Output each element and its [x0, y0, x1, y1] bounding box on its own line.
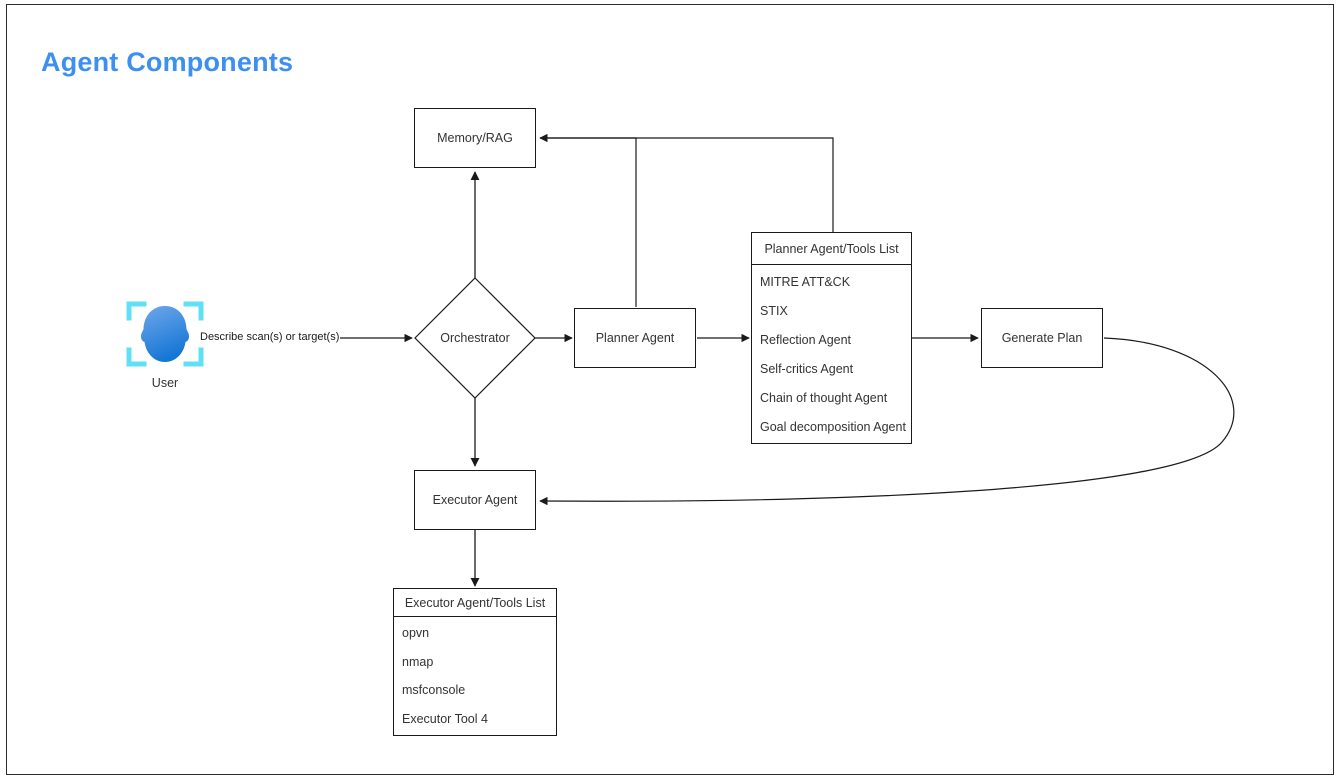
- executor-tools-list-body: opvn nmap msfconsole Executor Tool 4: [394, 617, 556, 735]
- list-item[interactable]: msfconsole: [402, 683, 466, 698]
- list-item[interactable]: Self-critics Agent: [760, 361, 854, 376]
- list-item[interactable]: MITRE ATT&CK: [760, 274, 851, 289]
- list-item[interactable]: Executor Tool 4: [402, 711, 488, 726]
- user-label: User: [151, 376, 179, 390]
- executor-tools-list-header: Executor Agent/Tools List: [394, 589, 556, 617]
- node-executor-agent[interactable]: Executor Agent: [414, 470, 536, 530]
- user-actor[interactable]: User: [124, 298, 206, 392]
- list-item[interactable]: nmap: [402, 654, 434, 669]
- edge-generate-plan-to-executor: [539, 337, 1235, 506]
- list-item[interactable]: opvn: [402, 626, 430, 641]
- orchestrator-diamond-shape: [414, 277, 536, 399]
- node-memory-rag-label: Memory/RAG: [437, 131, 513, 145]
- planner-tools-list[interactable]: Planner Agent/Tools List MITRE ATT&CK ST…: [751, 232, 912, 444]
- planner-tools-list-body: MITRE ATT&CK STIX Reflection Agent Self-…: [752, 265, 911, 443]
- page-title: Agent Components: [41, 47, 294, 77]
- node-orchestrator[interactable]: Orchestrator: [415, 278, 535, 398]
- edge-label-describe-scan: Describe scan(s) or target(s): [199, 331, 341, 343]
- list-item[interactable]: Goal decomposition Agent: [760, 419, 906, 434]
- node-memory-rag[interactable]: Memory/RAG: [414, 108, 536, 168]
- page-border: [6, 4, 1334, 775]
- selection-brackets-icon: [126, 301, 204, 367]
- node-executor-agent-label: Executor Agent: [432, 493, 518, 507]
- list-item[interactable]: STIX: [760, 303, 788, 318]
- node-generate-plan[interactable]: Generate Plan: [981, 308, 1103, 368]
- node-planner-agent[interactable]: Planner Agent: [574, 308, 696, 368]
- list-item[interactable]: Reflection Agent: [760, 332, 852, 347]
- list-item[interactable]: Chain of thought Agent: [760, 390, 888, 405]
- node-planner-agent-label: Planner Agent: [595, 331, 675, 345]
- executor-tools-list[interactable]: Executor Agent/Tools List opvn nmap msfc…: [393, 588, 557, 736]
- node-orchestrator-label: Orchestrator: [440, 331, 510, 345]
- edge-planner-feedback-to-memory: [539, 133, 637, 307]
- user-head-icon: [126, 301, 204, 367]
- edge-planner-tools-feedback-to-memory: [540, 137, 834, 232]
- planner-tools-list-header: Planner Agent/Tools List: [752, 233, 911, 265]
- node-generate-plan-label: Generate Plan: [1001, 331, 1083, 345]
